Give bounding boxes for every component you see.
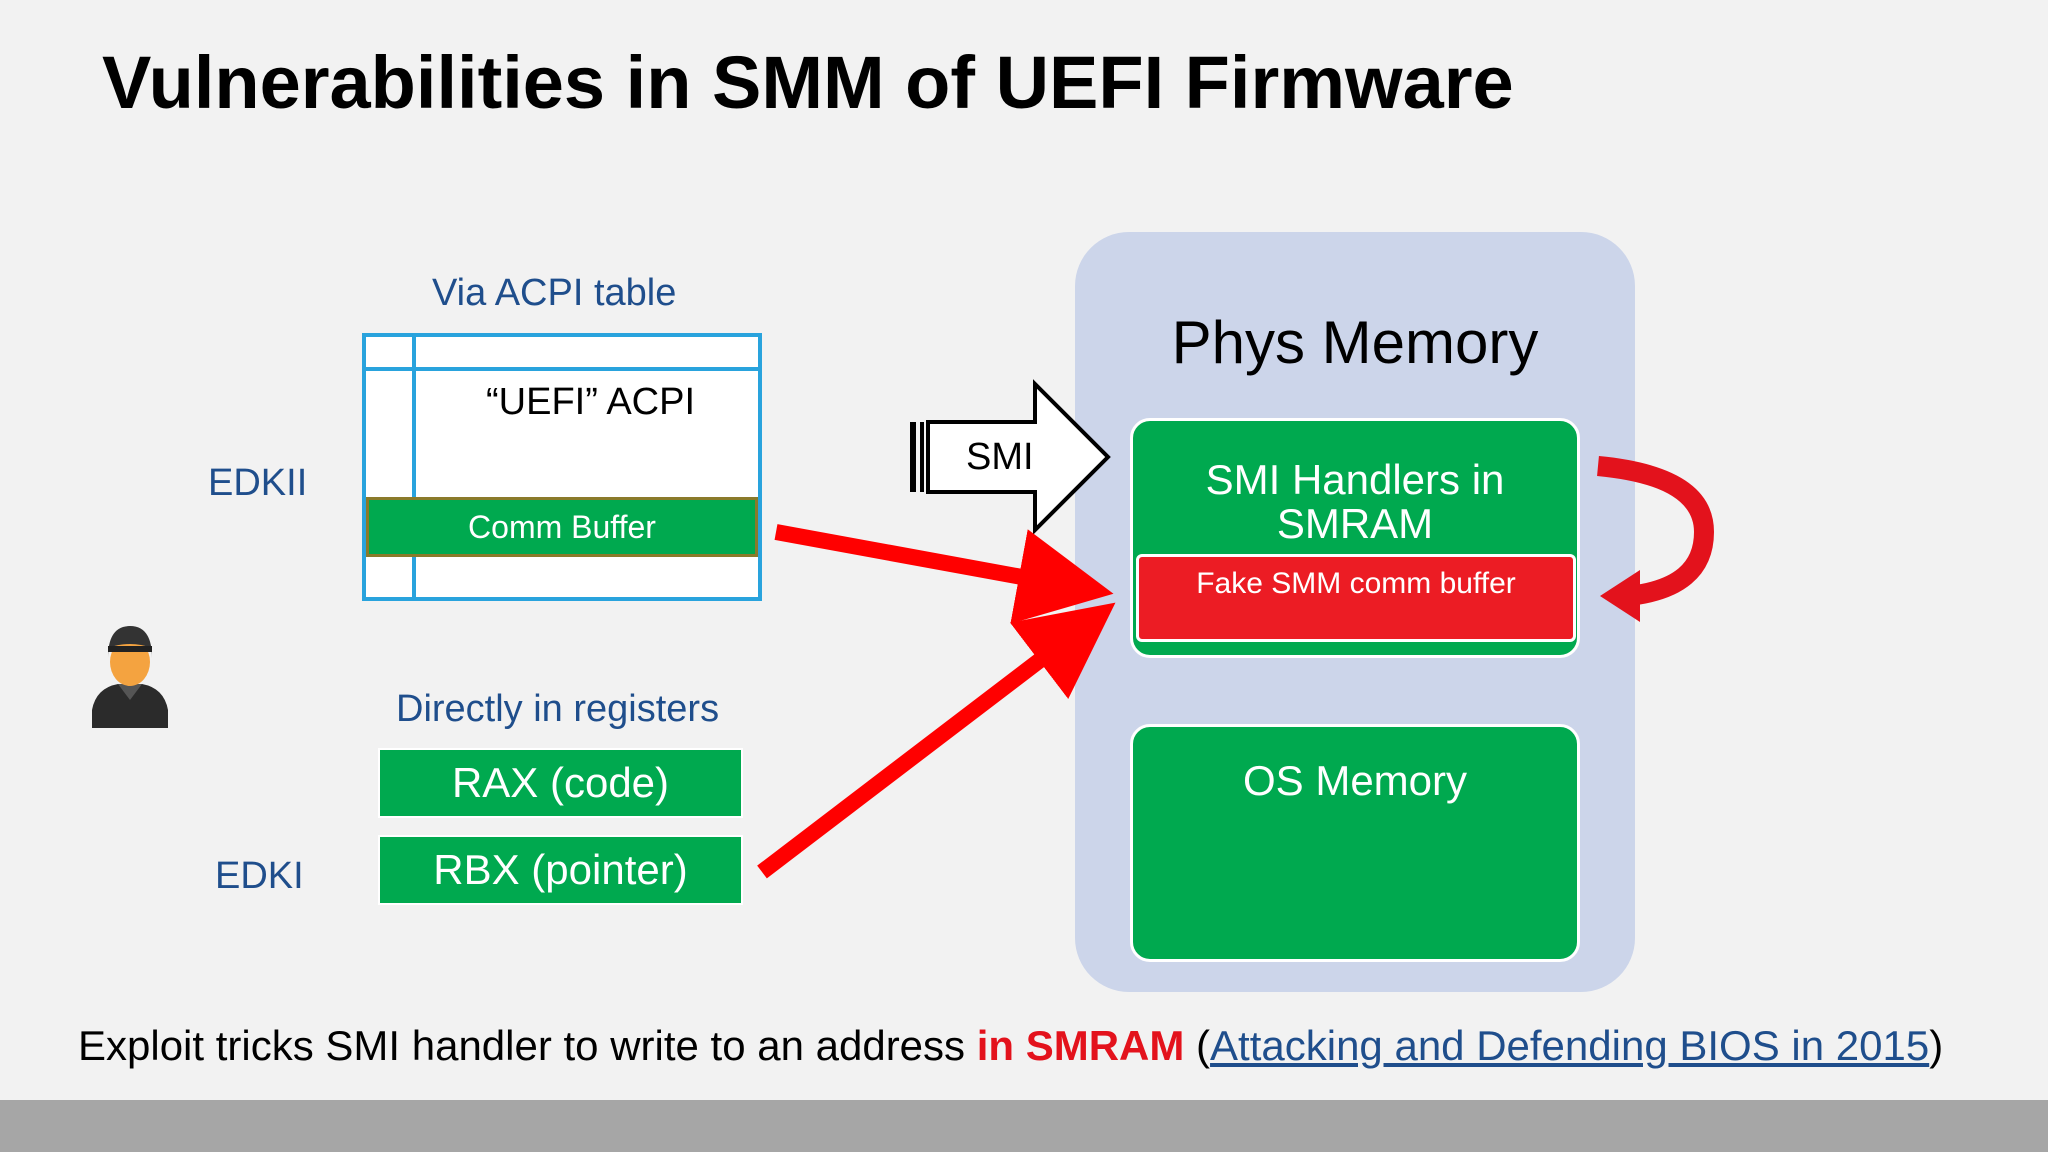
edki-label: EDKI — [215, 855, 304, 897]
footer-note-prefix: Exploit tricks SMI handler to write to a… — [78, 1022, 977, 1069]
direct-registers-label: Directly in registers — [396, 688, 720, 730]
footer-note-highlight: in SMRAM — [976, 1022, 1185, 1069]
acpi-table-label: “UEFI” ACPI — [486, 381, 696, 423]
rax-register-box: RAX (code) — [378, 748, 743, 818]
footer-bar — [0, 1100, 2048, 1152]
hacker-icon — [88, 618, 172, 728]
smi-handlers-label: SMI Handlers in SMRAM — [1205, 456, 1505, 547]
reference-link[interactable]: Attacking and Defending BIOS in 2015 — [1210, 1022, 1930, 1069]
acpi-table-divider — [412, 337, 416, 597]
rbx-register-box: RBX (pointer) — [378, 835, 743, 905]
footer-note-close-paren: ) — [1929, 1022, 1944, 1069]
footer-note-open-paren: ( — [1184, 1022, 1211, 1069]
via-acpi-label: Via ACPI table — [432, 272, 677, 314]
footer-note: Exploit tricks SMI handler to write to a… — [78, 1022, 1943, 1070]
smi-arrow-label: SMI — [966, 436, 1034, 478]
edkii-label: EDKII — [208, 462, 308, 504]
comm-buffer: Comm Buffer — [366, 497, 758, 557]
os-memory-box: OS Memory — [1130, 724, 1580, 962]
acpi-table: “UEFI” ACPI Comm Buffer — [362, 333, 762, 601]
fake-comm-buffer: Fake SMM comm buffer — [1136, 554, 1576, 642]
arrow-comm-to-fake — [774, 524, 1114, 624]
phys-memory-title: Phys Memory — [1171, 309, 1539, 376]
arrow-rbx-to-fake — [757, 602, 1116, 879]
acpi-table-header-line — [366, 367, 758, 371]
slide-title: Vulnerabilities in SMM of UEFI Firmware — [102, 41, 1514, 124]
